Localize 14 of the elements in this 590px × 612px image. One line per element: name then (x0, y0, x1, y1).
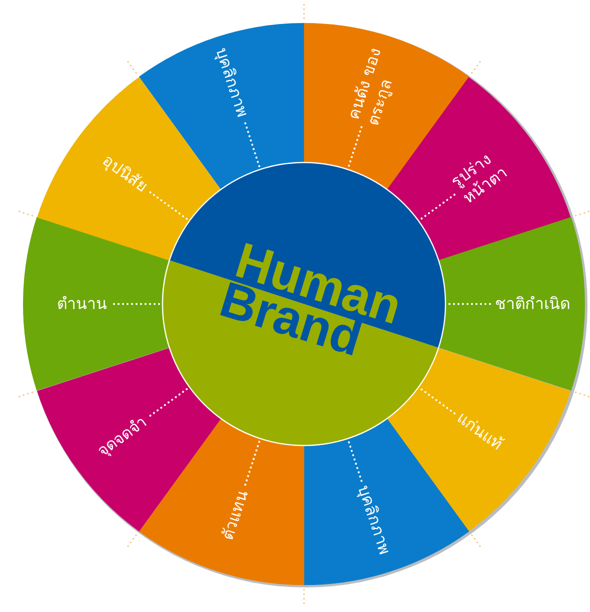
segment-label: ตัวแทน (218, 488, 253, 543)
dotted-connector (446, 303, 491, 305)
dotted-connector (149, 387, 190, 417)
dotted-connector (347, 439, 362, 482)
dotted-connector (347, 126, 362, 169)
dotted-connector (244, 122, 261, 169)
dotted-connector (149, 191, 190, 221)
segment-label: คนดัง ของตระกูล (344, 44, 397, 129)
segment-label: ตำนาน (57, 294, 107, 314)
dotted-connector (244, 439, 261, 486)
dotted-connector (418, 194, 456, 221)
segment-label: ชาติกำเนิด (494, 294, 570, 314)
dotted-connector (418, 387, 456, 414)
dotted-connector (113, 303, 162, 305)
